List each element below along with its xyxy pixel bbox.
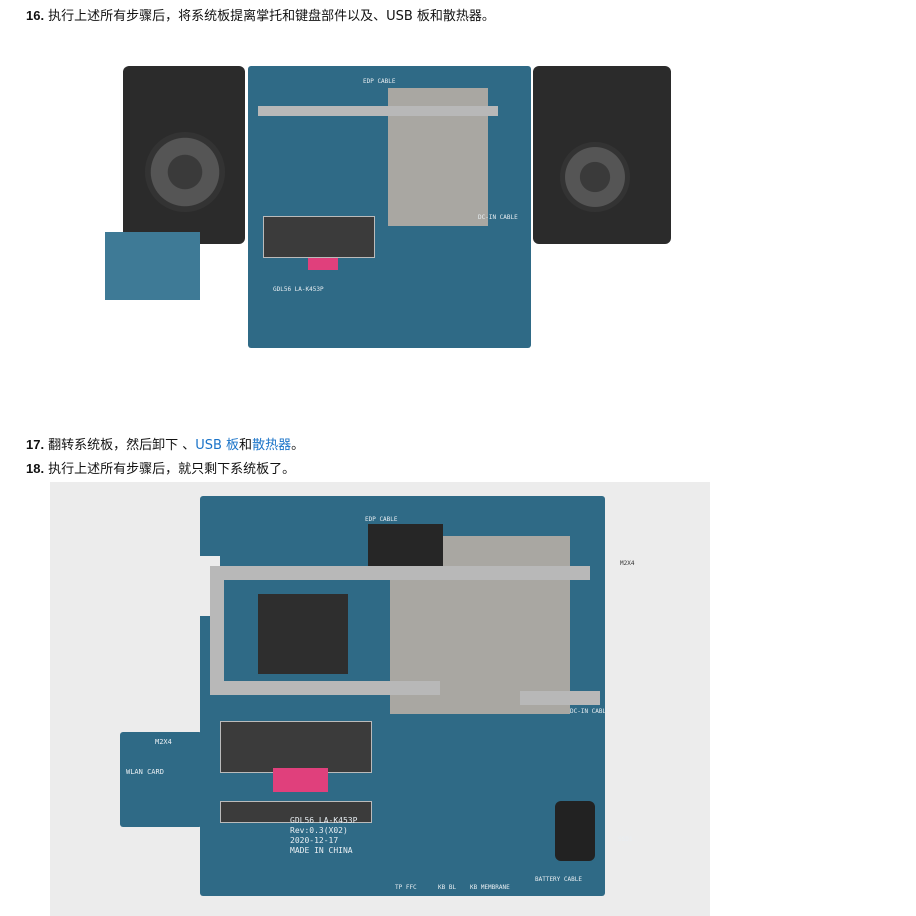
- label-sticker: [308, 258, 338, 270]
- silk-label: EDP CABLE: [365, 516, 398, 523]
- silk-label: GDL56 LA-K453P: [290, 816, 358, 825]
- system-board: EDP CABLE DC-IN CABLE M2X4 GDL56 LA-K453…: [200, 496, 634, 896]
- ram-slot: [263, 216, 375, 258]
- ram-slot: [220, 801, 372, 823]
- silk-label: BATTERY CABLE: [535, 876, 582, 883]
- ram-slot: [220, 721, 372, 773]
- usb-board-link[interactable]: USB 板: [195, 438, 240, 453]
- silk-label: DC-IN CABLE: [478, 214, 518, 221]
- silk-label: DC-IN CABLE: [570, 708, 610, 715]
- silk-label: TP FFC: [395, 884, 417, 891]
- cpu-plate: [258, 594, 348, 674]
- step-number: 16.: [26, 8, 45, 23]
- step-text: 执行上述所有步骤后，将系统板提离掌托和键盘部件以及、USB 板和散热器。: [48, 9, 495, 24]
- silk-label: EDP CABLE: [363, 78, 396, 85]
- silk-label: WLAN CARD: [126, 768, 164, 776]
- connector: [555, 801, 595, 861]
- usb-board: [105, 232, 200, 300]
- silk-label: KB BL: [438, 884, 457, 891]
- silk-label: M2X4: [620, 560, 635, 567]
- silk-label: Rev:0.3(X02): [290, 826, 348, 835]
- fan-icon: [145, 132, 225, 212]
- silk-label: MADE IN CHINA: [290, 846, 353, 855]
- heatpipe: [210, 580, 224, 690]
- system-board-photo: EDP CABLE DC-IN CABLE M2X4 GDL56 LA-K453…: [50, 482, 710, 916]
- step-17: 17.翻转系统板，然后卸下 、USB 板和散热器。: [26, 434, 304, 453]
- step-18: 18.执行上述所有步骤后，就只剩下系统板了。: [26, 458, 295, 477]
- fan-icon: [560, 142, 630, 212]
- silk-label: 2020-12-17: [290, 836, 339, 845]
- silk-label: KB MEMBRANE: [470, 884, 510, 891]
- step-text: 执行上述所有步骤后，就只剩下系统板了。: [48, 462, 296, 477]
- heatpipe: [258, 106, 498, 116]
- heatsink-link[interactable]: 散热器: [252, 438, 292, 453]
- step-number: 18.: [26, 461, 45, 476]
- heatpipe: [210, 566, 590, 580]
- system-board-with-fans-photo: EDP CABLE DC-IN CABLE GDL56 LA-K453P: [105, 62, 671, 350]
- heatpipe: [520, 691, 600, 705]
- label-sticker: [273, 768, 328, 792]
- step-text: 翻转系统板，然后卸下 、: [48, 438, 196, 453]
- step-number: 17.: [26, 437, 45, 452]
- silk-label: GDL56 LA-K453P: [273, 286, 324, 293]
- wlan-area: WLAN CARD M2X4: [120, 732, 202, 827]
- silk-label: SSD1: [618, 836, 633, 843]
- heatpipe: [210, 681, 440, 695]
- system-board: EDP CABLE DC-IN CABLE GDL56 LA-K453P: [248, 66, 531, 348]
- silk-label: M2X4: [155, 738, 172, 746]
- step-text: 和: [239, 438, 253, 453]
- step-16: 16.执行上述所有步骤后，将系统板提离掌托和键盘部件以及、USB 板和散热器。: [26, 5, 495, 24]
- step-text: 。: [291, 438, 305, 453]
